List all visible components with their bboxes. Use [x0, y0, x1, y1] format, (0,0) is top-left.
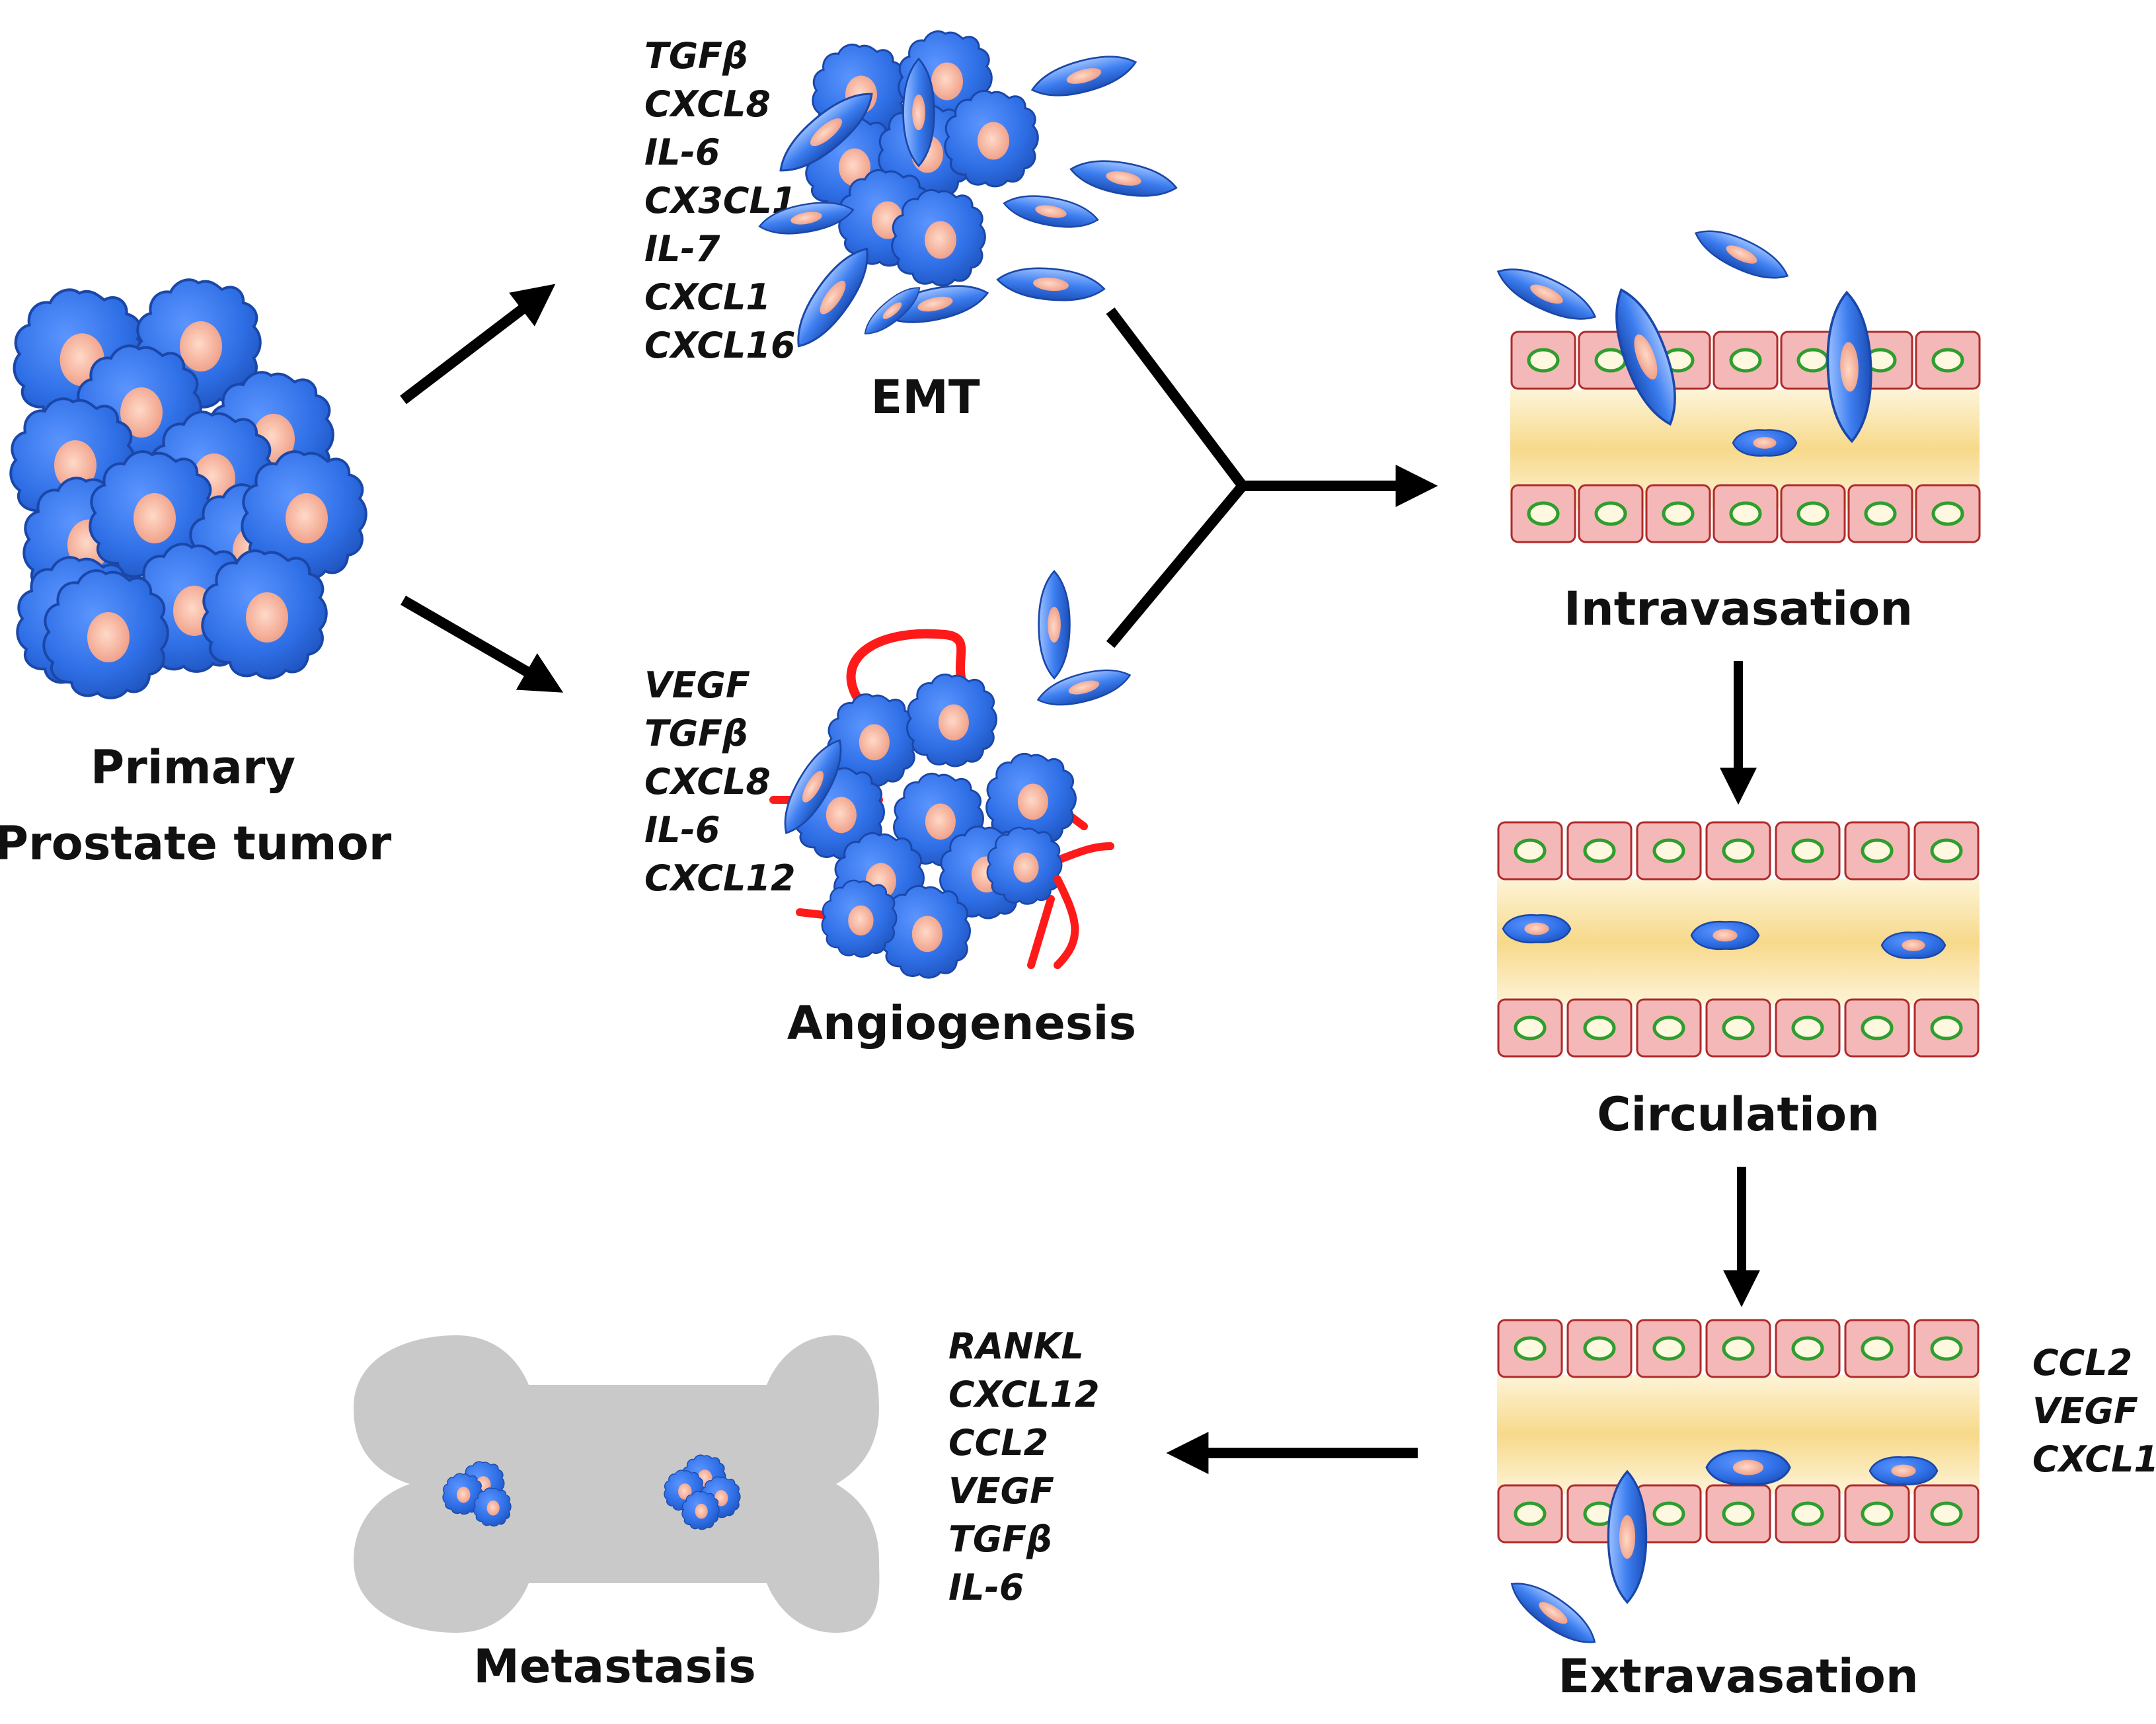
emt-factor: CXCL1	[644, 276, 771, 318]
circulation-label: Circulation	[1597, 1087, 1880, 1142]
circulation-vessel	[1497, 822, 1980, 1056]
merge-lines	[1106, 307, 1250, 648]
primary-label-line1: Primary	[91, 740, 295, 795]
angiogenesis-factor: CXCL12	[644, 857, 796, 899]
vessel-bottom-wall	[1512, 485, 1980, 542]
angiogenesis-factor: IL-6	[644, 809, 720, 851]
emt-cell-cluster	[756, 30, 1180, 358]
metastasis-factor-list: RANKL CXCL12 CCL2 VEGF TGFβ IL-6	[948, 1325, 1100, 1608]
primary-tumor-cluster	[9, 278, 367, 699]
arrow-primary-to-emt	[400, 284, 556, 405]
angiogenesis-factor: VEGF	[644, 664, 750, 706]
bone-icon	[354, 1335, 880, 1633]
angiogenesis-factor: TGFβ	[644, 713, 748, 754]
angiogenesis-cell-cluster	[769, 570, 1135, 979]
extravasation-vessel	[1497, 1320, 1980, 1655]
emt-factor: IL-6	[644, 132, 720, 173]
metastasis-factor: TGFβ	[948, 1518, 1052, 1560]
angiogenesis-factor: CXCL8	[644, 761, 771, 803]
emt-factor: CX3CL1	[644, 180, 796, 221]
emt-factor: IL-7	[644, 228, 720, 270]
extravasation-factor: CXCL12	[2032, 1438, 2156, 1480]
vessel-bottom-wall	[1498, 1485, 1978, 1542]
metastasis-factor: CXCL12	[948, 1374, 1100, 1415]
emt-factor: CXCL8	[644, 83, 771, 125]
metastasis-factor: RANKL	[948, 1325, 1084, 1367]
primary-label-line2: Prostate tumor	[0, 816, 392, 871]
vessel-top-wall	[1498, 1320, 1978, 1377]
emt-factor-list: TGFβ CXCL8 IL-6 CX3CL1 IL-7 CXCL1 CXCL16	[644, 35, 796, 366]
metastasis-factor: CCL2	[948, 1422, 1048, 1464]
extravasation-factor: CCL2	[2032, 1342, 2132, 1384]
intravasation-label: Intravasation	[1564, 582, 1913, 636]
extravasation-label: Extravasation	[1558, 1649, 1918, 1704]
angiogenesis-label: Angiogenesis	[787, 996, 1136, 1050]
angiogenesis-factor-list: VEGF TGFβ CXCL8 IL-6 CXCL12	[644, 664, 796, 899]
intravasation-vessel	[1490, 219, 1980, 542]
vessel-top-wall	[1512, 332, 1980, 389]
vessel-top-wall	[1498, 822, 1978, 879]
extravasation-factor: VEGF	[2032, 1390, 2138, 1432]
emt-factor: CXCL16	[644, 325, 796, 366]
vessel-bottom-wall	[1498, 999, 1978, 1056]
emt-factor: TGFβ	[644, 35, 748, 77]
metastasis-factor: IL-6	[948, 1567, 1024, 1608]
metastasis-label: Metastasis	[473, 1639, 756, 1694]
metastasis-factor: VEGF	[948, 1470, 1054, 1512]
extravasation-factor-list: CCL2 VEGF CXCL12	[2032, 1342, 2156, 1480]
arrow-primary-to-angiogenesis	[401, 596, 564, 693]
emt-label: EMT	[870, 370, 980, 424]
